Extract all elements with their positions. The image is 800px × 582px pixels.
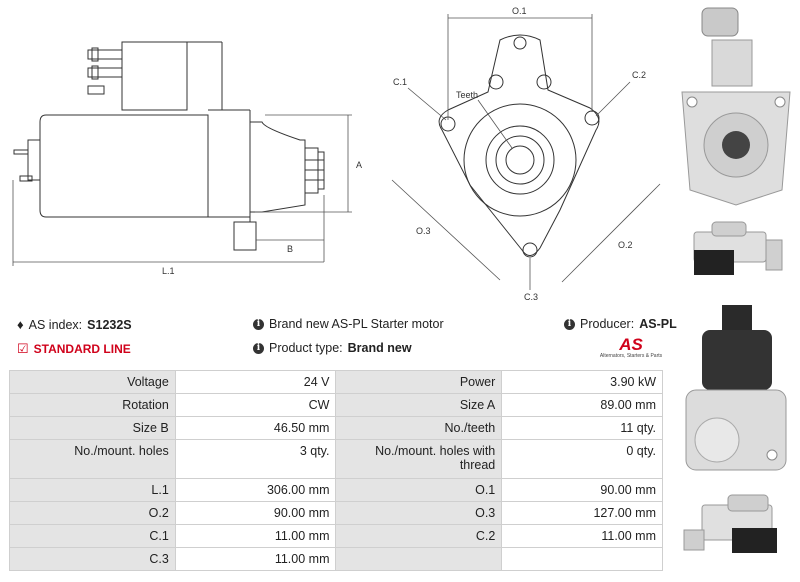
dimension-labels: A B L.1 O.1 O.2 O.3 C.1 C.2 C.3 Teeth [162,6,646,300]
spec-label: No./mount. holes with thread [335,439,503,479]
photo-rear [685,305,787,471]
product-photos [681,7,791,553]
logo-tagline: Alternators, Starters & Parts [599,353,663,359]
product-type-label: Product type: [269,341,343,355]
spec-label [335,547,503,571]
description-text: Brand new AS-PL Starter motor [269,317,444,331]
spec-label: O.3 [335,501,503,525]
spec-value: 89.00 mm [501,393,663,417]
side-view [13,41,325,251]
label-C1: C.1 [393,77,407,87]
spec-value: 3.90 kW [501,370,663,394]
technical-drawing: A B L.1 O.1 O.2 O.3 C.1 C.2 C.3 Teeth [12,6,661,300]
spec-label: O.2 [9,501,176,525]
producer: i Producer: AS-PL [564,317,677,331]
label-O1: O.1 [512,6,527,16]
spec-label: Power [335,370,503,394]
info-icon: i [253,318,264,330]
spec-label: Voltage [9,370,176,394]
label-C2: C.2 [632,70,646,80]
label-O2: O.2 [618,240,633,250]
spec-value: 3 qty. [174,439,337,479]
spec-value: 11.00 mm [174,547,337,571]
producer-value: AS-PL [639,317,677,331]
standard-line: ☑ STANDARD LINE [17,341,131,357]
spec-label: No./teeth [335,416,503,440]
info-icon: i [564,318,575,330]
producer-label: Producer: [580,317,635,331]
photo-side-2 [683,494,777,553]
label-L1: L.1 [162,266,175,276]
label-B: B [287,244,293,254]
spec-value: 46.50 mm [174,416,337,440]
product-type: i Product type: Brand new [253,341,412,355]
spec-value: 11.00 mm [501,524,663,548]
as-index-label: AS index: [28,317,83,332]
spec-label: C.1 [9,524,176,548]
logo-mark: AS [619,335,643,354]
front-view [438,34,600,258]
photo-side [693,221,783,275]
standard-line-label: STANDARD LINE [33,342,131,356]
spec-value: 24 V [174,370,337,394]
spec-value: 11.00 mm [174,524,337,548]
spec-label: O.1 [335,478,503,502]
spec-value: CW [174,393,337,417]
label-teeth: Teeth [456,90,478,100]
spec-value: 306.00 mm [174,478,337,502]
spec-value: 127.00 mm [501,501,663,525]
spec-value: 90.00 mm [501,478,663,502]
as-index: ♦ AS index: S1232S [17,317,132,332]
photo-front [681,7,791,206]
spec-label: C.3 [9,547,176,571]
spec-label: No./mount. holes [9,439,176,479]
checkbox-icon: ☑ [17,341,29,356]
spec-label: Size B [9,416,176,440]
product-type-value: Brand new [347,341,412,355]
spec-label: L.1 [9,478,176,502]
info-icon: i [253,342,264,354]
tag-icon: ♦ [17,317,24,332]
description: i Brand new AS-PL Starter motor [253,317,444,331]
spec-label: Size A [335,393,503,417]
label-C3: C.3 [524,292,538,300]
spec-label: Rotation [9,393,176,417]
front-dimension-lines [391,14,661,290]
spec-value: 90.00 mm [174,501,337,525]
as-index-value: S1232S [87,317,132,332]
dimension-lines [12,114,352,266]
spec-label: C.2 [335,524,503,548]
label-O3: O.3 [416,226,431,236]
label-A: A [356,160,362,170]
spec-value: 0 qty. [501,439,663,479]
spec-value: 11 qty. [501,416,663,440]
as-pl-logo: AS Alternators, Starters & Parts [598,336,664,359]
spec-value [501,547,663,571]
